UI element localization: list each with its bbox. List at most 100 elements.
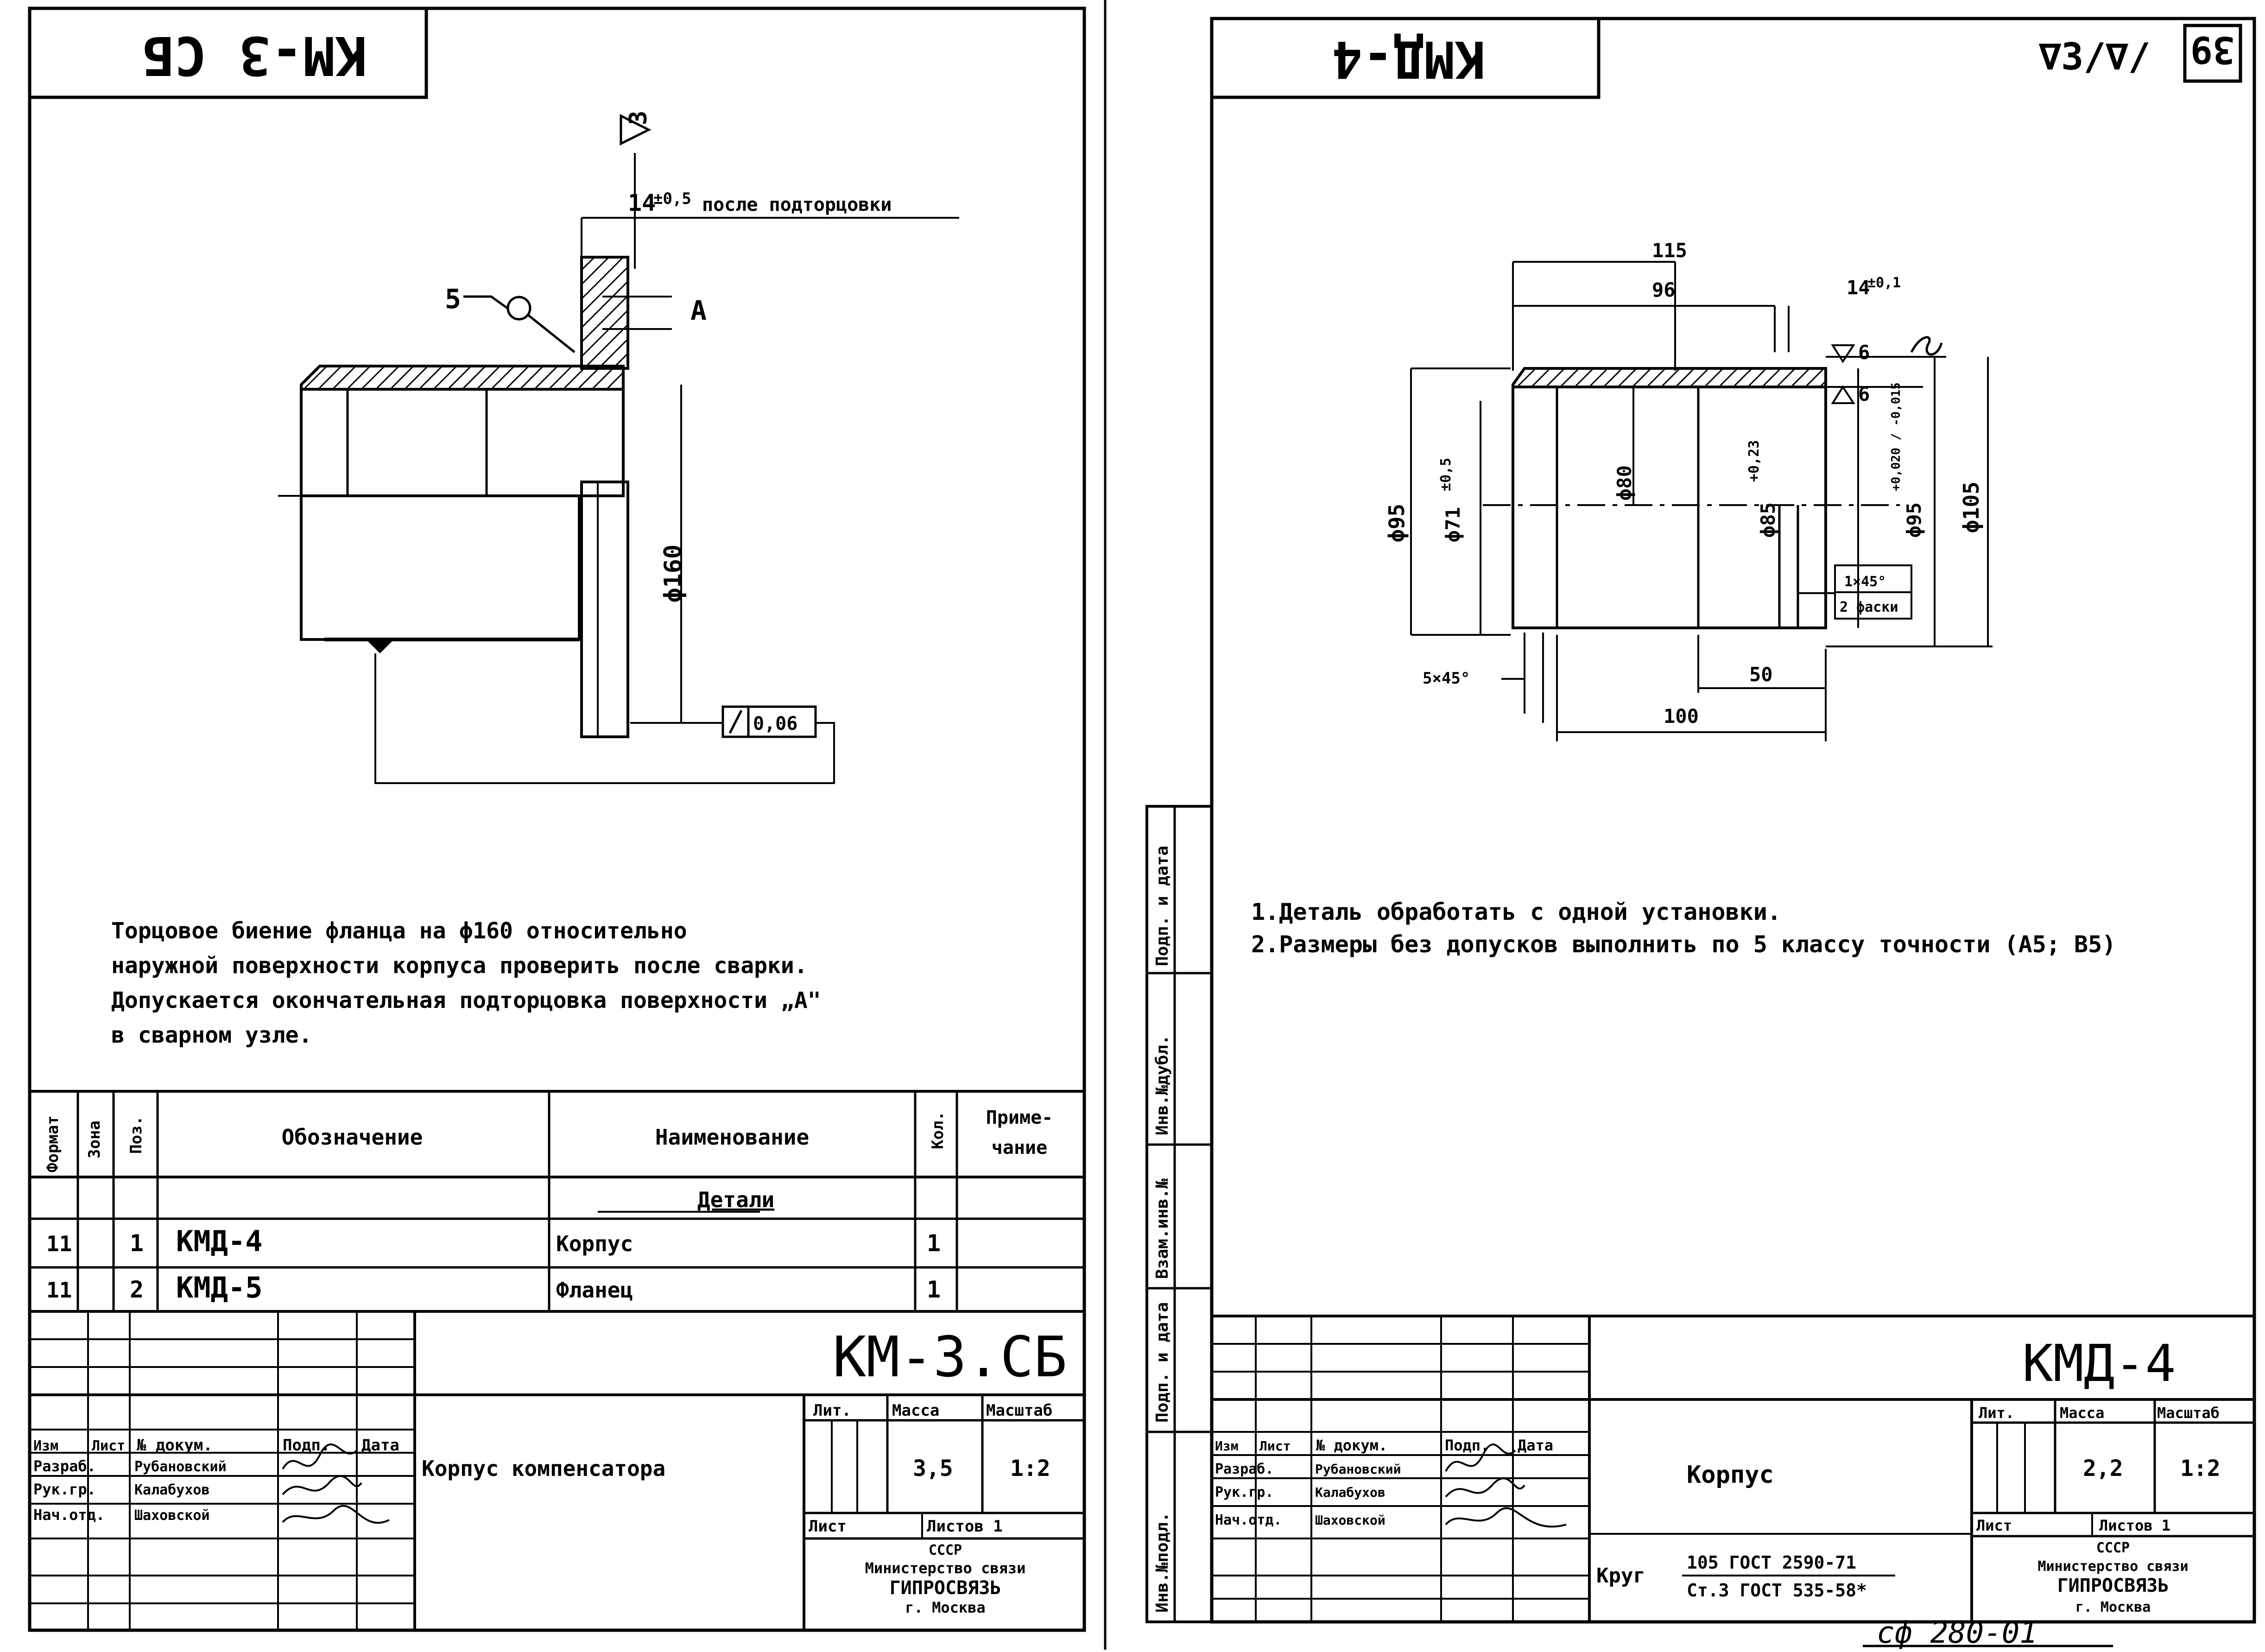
left-row1-format: 11 (46, 1231, 72, 1256)
right-dim-96: 96 (1652, 278, 1676, 301)
left-tb-hdr-list: Лист (92, 1438, 125, 1454)
right-signature-3 (1445, 1507, 1567, 1528)
left-signature-3 (282, 1505, 390, 1524)
left-col-note-2: чание (992, 1137, 1047, 1158)
right-dim-115: 115 (1652, 239, 1687, 262)
left-note-2: наружной поверхности корпуса проверить п… (111, 953, 808, 979)
left-tb-sheets: Листов 1 (927, 1517, 1003, 1536)
right-tb-sheets: Листов 1 (2099, 1517, 2170, 1534)
left-section-mark: А (690, 295, 707, 326)
left-tb-person-3: Шаховской (134, 1507, 210, 1524)
left-assembly-drawing: 3 14 ±0,5 после подторцовки А 5 (278, 111, 959, 784)
left-dim-flange-tol: ±0,5 (653, 190, 691, 208)
right-tb-hdr-izm: Изм (1215, 1438, 1239, 1454)
left-tb-hdr-date: Дата (361, 1436, 399, 1455)
right-dim-50: 50 (1749, 663, 1773, 686)
left-dim-flange-note: после подторцовки (702, 194, 892, 215)
left-tb-role-2: Рук.гр. (33, 1481, 96, 1498)
right-tb-hdr-date: Дата (1518, 1437, 1553, 1454)
left-row2-designation: КМД-5 (176, 1271, 263, 1304)
right-signature-1 (1445, 1443, 1516, 1472)
right-dim-95b: ϕ95 (1903, 502, 1925, 538)
left-signature-2 (282, 1475, 362, 1495)
right-title-block: КМД-4 Изм Лист № докум. Подп. Дата Разра… (1212, 1315, 2254, 1622)
right-tb-hdr-sign: Подп. (1445, 1437, 1489, 1454)
right-note-2: 2.Размеры без допусков выполнить по 5 кл… (1251, 931, 2116, 958)
right-tb-person-1: Рубановский (1315, 1462, 1401, 1477)
right-tb-hdr-list: Лист (1259, 1438, 1291, 1454)
right-stamp-top: КМД-4 (1332, 30, 1485, 89)
right-tb-org-3: ГИПРОСВЯЗЬ (2057, 1575, 2169, 1596)
right-side-stamp-5: Подп. и дата (1153, 846, 1172, 966)
left-col-note-1: Приме- (986, 1107, 1053, 1128)
left-sheet: КМ-3 СБ 3 14 ±0,5 после подторцовки А 5 (28, 6, 1086, 1632)
left-tb-role-3: Нач.отд. (33, 1506, 105, 1524)
right-tb-hdr-doc: № докум. (1316, 1437, 1387, 1454)
left-note-3: Допускается окончательная подторцовка по… (111, 987, 821, 1013)
right-chamfer-left: 5×45° (1423, 669, 1470, 688)
left-tb-scale-label: Масштаб (986, 1401, 1052, 1420)
left-note-4: в сварном узле. (111, 1022, 312, 1048)
left-tb-code: КМ-3.СБ (833, 1325, 1067, 1390)
left-row2-format: 11 (46, 1278, 72, 1303)
right-tb-person-2: Калабухов (1315, 1485, 1386, 1500)
left-notes: Торцовое биение фланца на ϕ160 относител… (111, 918, 821, 1048)
right-tb-mass-label: Масса (2060, 1404, 2104, 1422)
left-col-format: Формат (44, 1115, 62, 1172)
right-dim-71-tol: ±0,5 (1438, 458, 1454, 491)
right-roughness-6a: 6 (1858, 341, 1870, 364)
right-dim-95: ϕ95 (1384, 504, 1409, 542)
left-tb-person-2: Калабухов (134, 1482, 210, 1498)
left-tb-hdr-doc: № докум. (137, 1436, 213, 1455)
right-dim-95b-tol: +0,020 / -0,015 (1889, 382, 1903, 491)
left-tb-lit: Лит. (813, 1401, 851, 1420)
left-note-1: Торцовое биение фланца на ϕ160 относител… (111, 918, 687, 944)
right-dim-85: ϕ85 (1757, 502, 1779, 538)
right-sheet: КМД-4 ∇3/∇/ 39 Инв.№подл. Подп. и дата В… (1145, 17, 2256, 1650)
right-tb-name: Корпус (1687, 1461, 1774, 1489)
right-dim-85-tol: +0,23 (1746, 440, 1762, 482)
right-side-stamp-3: Взам.инв.№ (1153, 1178, 1172, 1279)
left-tb-sheet: Лист (809, 1517, 847, 1536)
left-row2-qty: 1 (927, 1276, 941, 1303)
left-tb-org-4: г. Москва (905, 1599, 985, 1616)
right-note-1: 1.Деталь обработать с одной установки. (1251, 899, 1781, 925)
right-dim-100: 100 (1664, 705, 1699, 728)
right-side-stamp-4: Инв.№дубл. (1153, 1035, 1172, 1135)
left-col-designation: Обозначение (282, 1125, 423, 1150)
left-tolerance-value: 0,06 (753, 713, 797, 734)
left-tb-org-2: Министерство связи (865, 1559, 1026, 1577)
right-tb-code: КМД-4 (2022, 1334, 2176, 1393)
right-tb-sheet: Лист (1976, 1517, 2012, 1534)
right-roughness-corner: ∇3/∇/ (2038, 35, 2151, 78)
left-col-zone: Зона (85, 1120, 104, 1158)
right-dim-71: ϕ71 (1442, 507, 1464, 542)
left-spec-section: Детали (697, 1187, 774, 1212)
right-archive-code: сф 280-01 (1877, 1616, 2037, 1650)
left-tb-person-1: Рубановский (134, 1459, 227, 1475)
left-row1-pos: 1 (130, 1230, 144, 1257)
right-tb-material-top: 105 ГОСТ 2590-71 (1687, 1552, 1856, 1573)
left-row1-qty: 1 (927, 1230, 941, 1257)
right-tb-material-bottom: Ст.3 ГОСТ 535-58* (1687, 1580, 1867, 1601)
right-notes: 1.Деталь обработать с одной установки. 2… (1251, 899, 2116, 958)
left-tb-org-3: ГИПРОСВЯЗЬ (890, 1577, 1001, 1599)
left-col-qty: Кол. (929, 1111, 947, 1149)
right-dim-105: ϕ105 (1959, 481, 1984, 533)
right-tb-org-1: СССР (2096, 1540, 2130, 1556)
left-weld-mark: 5 (445, 283, 461, 315)
right-tb-lit: Лит. (1979, 1404, 2014, 1422)
right-tb-org-2: Министерство связи (2037, 1558, 2188, 1575)
right-tb-role-3: Нач.отд. (1215, 1512, 1282, 1528)
right-part-drawing: 115 96 14 ±0,1 6 6 ϕ95 ϕ71 ±0 (1384, 239, 1993, 741)
left-tb-name: Корпус компенсатора (422, 1456, 665, 1481)
right-dim-14: 14 (1847, 276, 1870, 299)
right-side-stamp-2: Подп. и дата (1153, 1302, 1172, 1423)
left-col-name: Наименование (655, 1125, 809, 1150)
right-side-stamp: Инв.№подл. Подп. и дата Взам.инв.№ Инв.№… (1145, 805, 1213, 1623)
left-row2-pos: 2 (130, 1276, 144, 1303)
left-signature-1 (282, 1443, 358, 1470)
left-tb-role-1: Разраб. (33, 1457, 96, 1475)
left-row2-name: Фланец (556, 1278, 633, 1303)
